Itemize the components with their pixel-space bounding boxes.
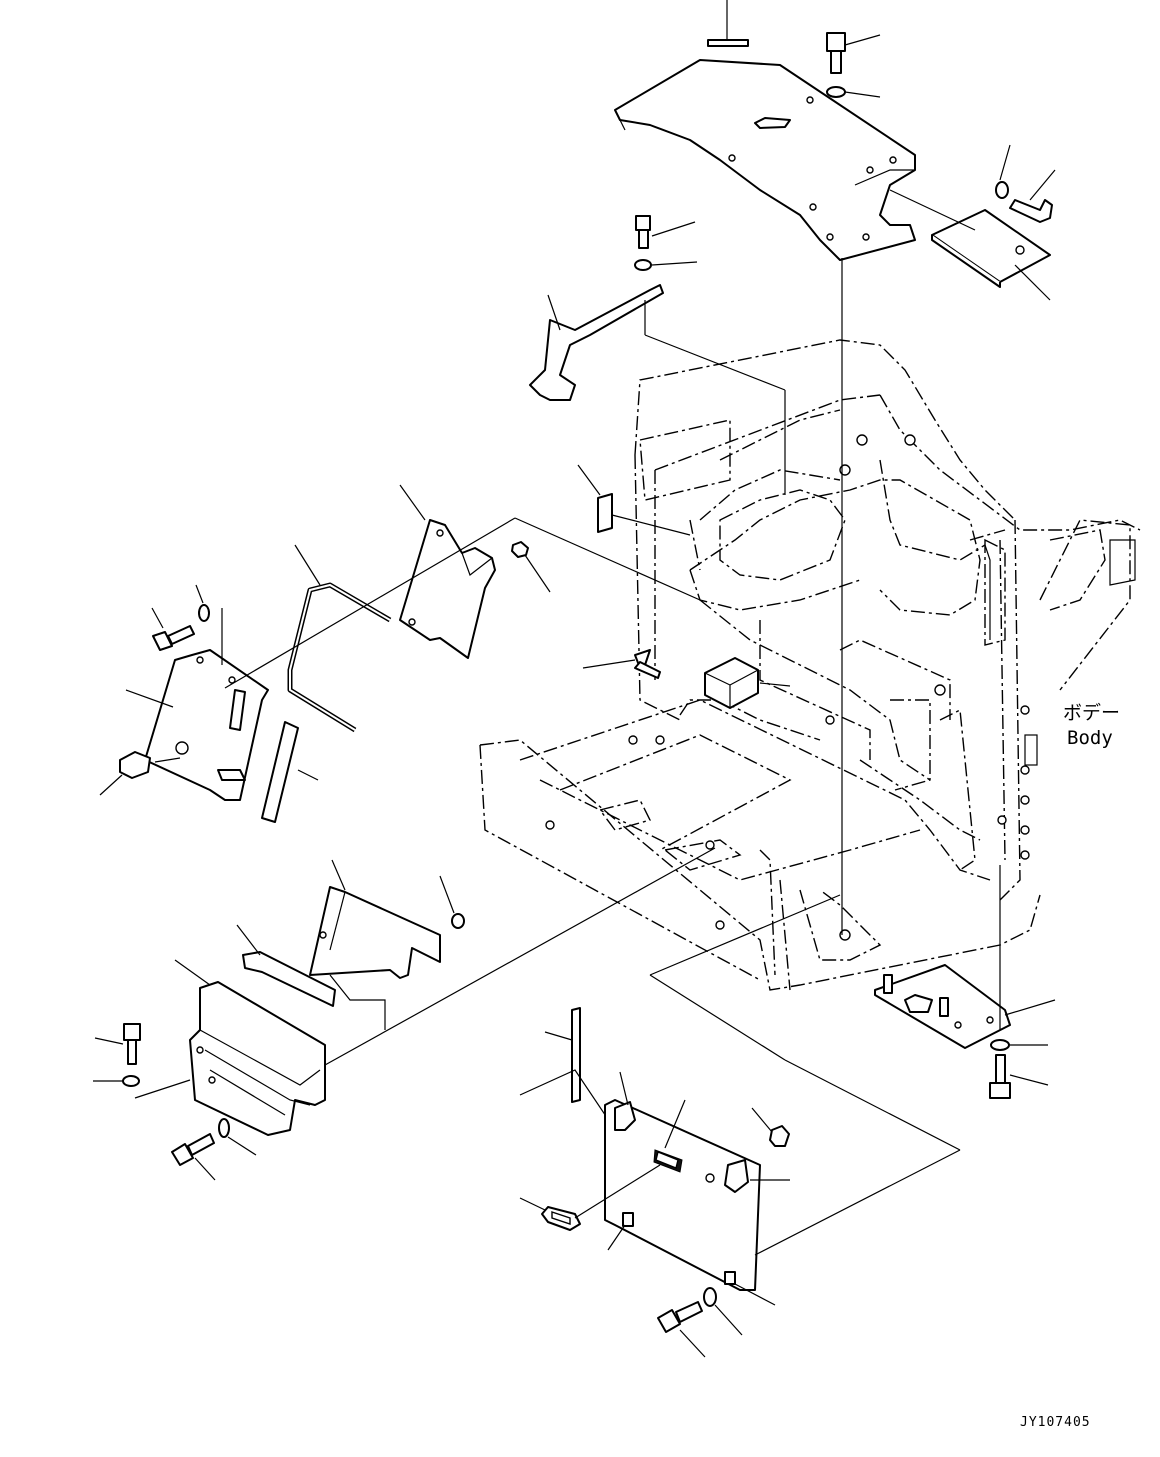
cover-panel-lower	[604, 894, 961, 1306]
mounting-bracket-lower	[309, 859, 441, 979]
bolt-left	[151, 607, 195, 651]
washer-floor	[990, 1039, 1048, 1051]
top-cover-plate	[614, 59, 916, 261]
bolt-upper	[635, 215, 696, 249]
bolt-right	[1009, 169, 1056, 223]
side-bracket-right	[889, 189, 1051, 301]
washer-right	[995, 144, 1011, 199]
bolt-cover	[657, 1301, 706, 1358]
bushing	[751, 1107, 790, 1147]
clip-small	[577, 464, 691, 536]
drawing-reference-number: JY107405	[1020, 1415, 1091, 1430]
rubber-block	[704, 657, 791, 709]
bolt-box-upper	[94, 1023, 141, 1065]
bolt-box-lower	[171, 1133, 216, 1181]
nut-mid	[511, 541, 551, 593]
grommet	[519, 1164, 661, 1231]
panel-left	[125, 649, 269, 801]
nut-lower	[439, 875, 465, 929]
rubber-strip	[261, 721, 319, 823]
washer-box-lower	[218, 1118, 257, 1156]
bolt-floor	[989, 1054, 1049, 1099]
angle-clip	[582, 649, 661, 679]
washer-cover	[703, 1287, 743, 1336]
leader-panel-body	[514, 517, 701, 601]
floor-plate	[874, 865, 1056, 1049]
rubber-cap	[99, 751, 181, 796]
bolt-top	[826, 32, 881, 74]
leader-panel-left	[224, 517, 516, 689]
bracket-upper	[529, 284, 786, 495]
washer-top	[826, 86, 881, 98]
cab-body-outline	[479, 339, 1141, 991]
storage-box	[174, 847, 716, 1136]
washer-left	[195, 584, 223, 665]
label-tag	[707, 0, 749, 47]
mounting-plate-vertical	[399, 484, 496, 659]
washer-upper	[634, 259, 698, 271]
body-label-en: Body	[1067, 727, 1113, 749]
wire-rod	[287, 544, 392, 733]
washer-box	[93, 1075, 191, 1099]
body-label-jp: ボデー	[1063, 702, 1120, 724]
rubber-pad-lower	[236, 924, 386, 1030]
